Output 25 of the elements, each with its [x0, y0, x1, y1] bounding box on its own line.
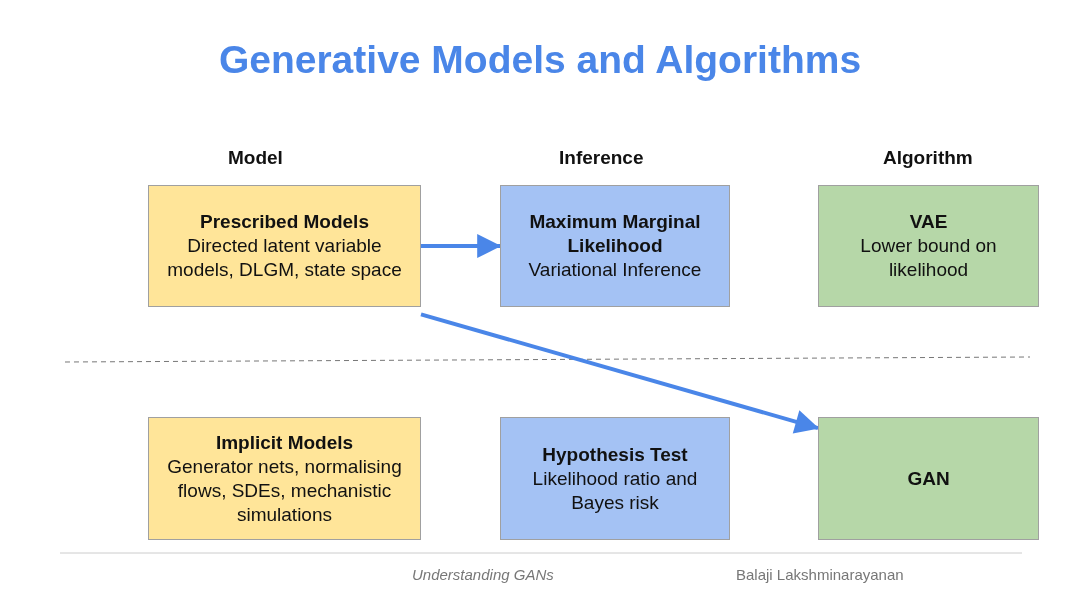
box-description: Likelihood ratio and Bayes risk	[531, 466, 699, 515]
model-box	[500, 185, 730, 307]
box-description: Variational Inference	[528, 258, 702, 282]
box-description: Generator nets, normalising flows, SDEs, mechanistic simulations	[166, 454, 403, 527]
box-description: Lower bound on likelihood	[859, 234, 998, 282]
model-box	[818, 417, 1039, 540]
arrow	[421, 234, 502, 259]
box-heading: Hypothesis Test	[542, 442, 688, 467]
box-heading: Implicit Models	[215, 430, 354, 455]
box-heading: Prescribed Models	[200, 210, 369, 234]
box-heading: GAN	[907, 466, 950, 491]
footer-author: Balaji Lakshminarayanan	[736, 566, 904, 583]
model-box	[148, 417, 421, 540]
column-header: Algorithm	[883, 147, 973, 169]
model-box	[818, 185, 1039, 307]
footer-title: Understanding GANs	[412, 566, 554, 583]
box-description: Directed latent variable models, DLGM, state space	[166, 234, 403, 282]
title: Generative Models and Algorithms	[217, 38, 863, 82]
column-header: Inference	[559, 147, 644, 169]
box-heading: Maximum Marginal Likelihood	[528, 210, 702, 258]
model-box	[500, 417, 730, 540]
arrow	[420, 312, 820, 434]
column-header: Model	[228, 147, 283, 169]
model-box	[148, 185, 421, 307]
box-heading: VAE	[909, 210, 948, 234]
